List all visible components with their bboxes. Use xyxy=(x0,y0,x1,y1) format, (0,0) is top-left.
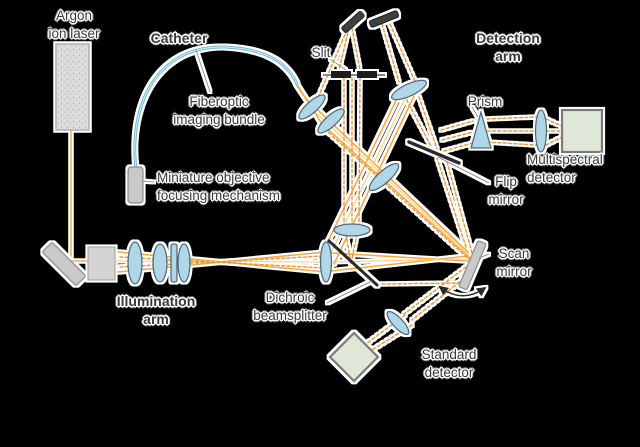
collimating-lens xyxy=(319,241,333,283)
miniature-objective-leader xyxy=(141,180,155,183)
illumination-lens-3-flat xyxy=(170,243,178,283)
standard-detector-beam xyxy=(365,266,473,351)
prism-label: Prism xyxy=(467,94,503,109)
scan-return-beam xyxy=(119,131,473,285)
standard-detector-lens xyxy=(386,310,410,336)
scan-mirror-leader xyxy=(478,253,490,259)
slit-leader xyxy=(329,58,347,71)
dichroic-beamsplitter-plate xyxy=(327,239,379,287)
standard-detector-label: Standard detector xyxy=(421,347,477,380)
slit-blade-left xyxy=(331,71,351,78)
catheter-fiber-core xyxy=(134,46,298,171)
dichroic-leader xyxy=(326,280,373,304)
multispectral-detector-label: Multispectral detector xyxy=(527,152,603,185)
relay-mirror-left xyxy=(341,11,365,33)
scan-mirror-label: Scan mirror xyxy=(496,246,532,279)
bundle-coupling-lens-2 xyxy=(317,108,345,134)
illumination-lens-2 xyxy=(152,243,168,283)
relay-mirror-right xyxy=(368,10,400,28)
fold-mirror xyxy=(42,242,86,286)
flip-mirror-label: Flip mirror xyxy=(488,174,524,207)
scan-mirror-rotation-arrow xyxy=(438,285,487,297)
argon-laser-label: Argon ion laser xyxy=(48,8,100,41)
bundle-coupling-lens-1 xyxy=(298,94,326,120)
field-lens xyxy=(333,223,371,237)
slit-label: Slit xyxy=(311,45,331,60)
miniature-objective-label: Miniature objective focusing mechanism xyxy=(157,170,281,203)
detection-lens xyxy=(534,109,548,153)
illumination-lens-1 xyxy=(127,241,143,285)
catheter-label: Catheter xyxy=(150,30,208,46)
flip-mirror xyxy=(407,140,461,165)
relay-lens-center xyxy=(368,162,400,192)
flip-mirror-leader xyxy=(437,156,490,184)
illumination-arm-label: Illumination arm xyxy=(116,293,196,328)
dichroic-beamsplitter-label: Dichroic beamsplitter xyxy=(253,290,327,323)
argon-laser-body xyxy=(55,43,90,131)
slit-blade-right xyxy=(357,71,377,78)
detection-arm-label: Detection arm xyxy=(476,30,540,65)
spectral-beam xyxy=(381,23,565,152)
multispectral-detector-body xyxy=(560,108,604,154)
prism-leader xyxy=(471,106,479,118)
catheter-leader xyxy=(195,49,211,93)
fiberoptic-bundle-label: Fiberoptic imaging bundle xyxy=(173,94,265,127)
slit-column-beam xyxy=(316,27,361,265)
laser-beam xyxy=(66,129,93,262)
spatial-filter-box xyxy=(87,246,116,281)
standard-detector-body xyxy=(328,331,380,383)
slit-imaging-lens xyxy=(390,79,428,101)
miniature-objective-ferrule xyxy=(127,166,144,204)
prism-element xyxy=(470,109,492,149)
illumination-lens-3 xyxy=(177,243,191,283)
